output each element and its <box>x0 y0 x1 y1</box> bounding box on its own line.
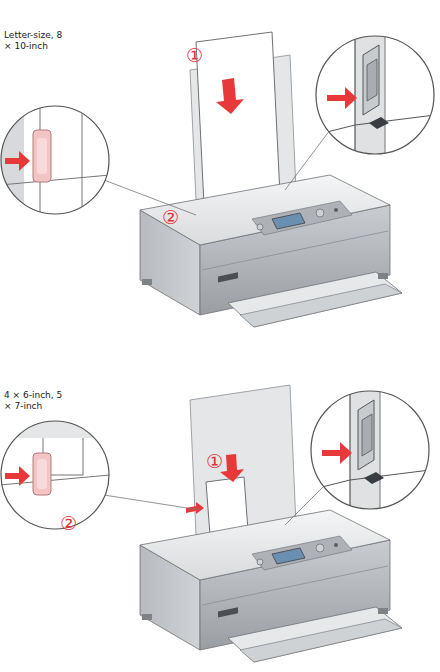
letter-panel <box>0 32 435 327</box>
callout-number: ① <box>186 46 203 65</box>
callout-number: ② <box>162 208 179 227</box>
photo-panel <box>0 385 430 662</box>
paper-size-label: Letter-size, 8 × 10-inch <box>4 30 66 53</box>
callout-number: ① <box>206 452 223 471</box>
callout-number: ② <box>60 514 77 533</box>
paper-size-label: 4 × 6-inch, 5 × 7-inch <box>4 390 64 413</box>
